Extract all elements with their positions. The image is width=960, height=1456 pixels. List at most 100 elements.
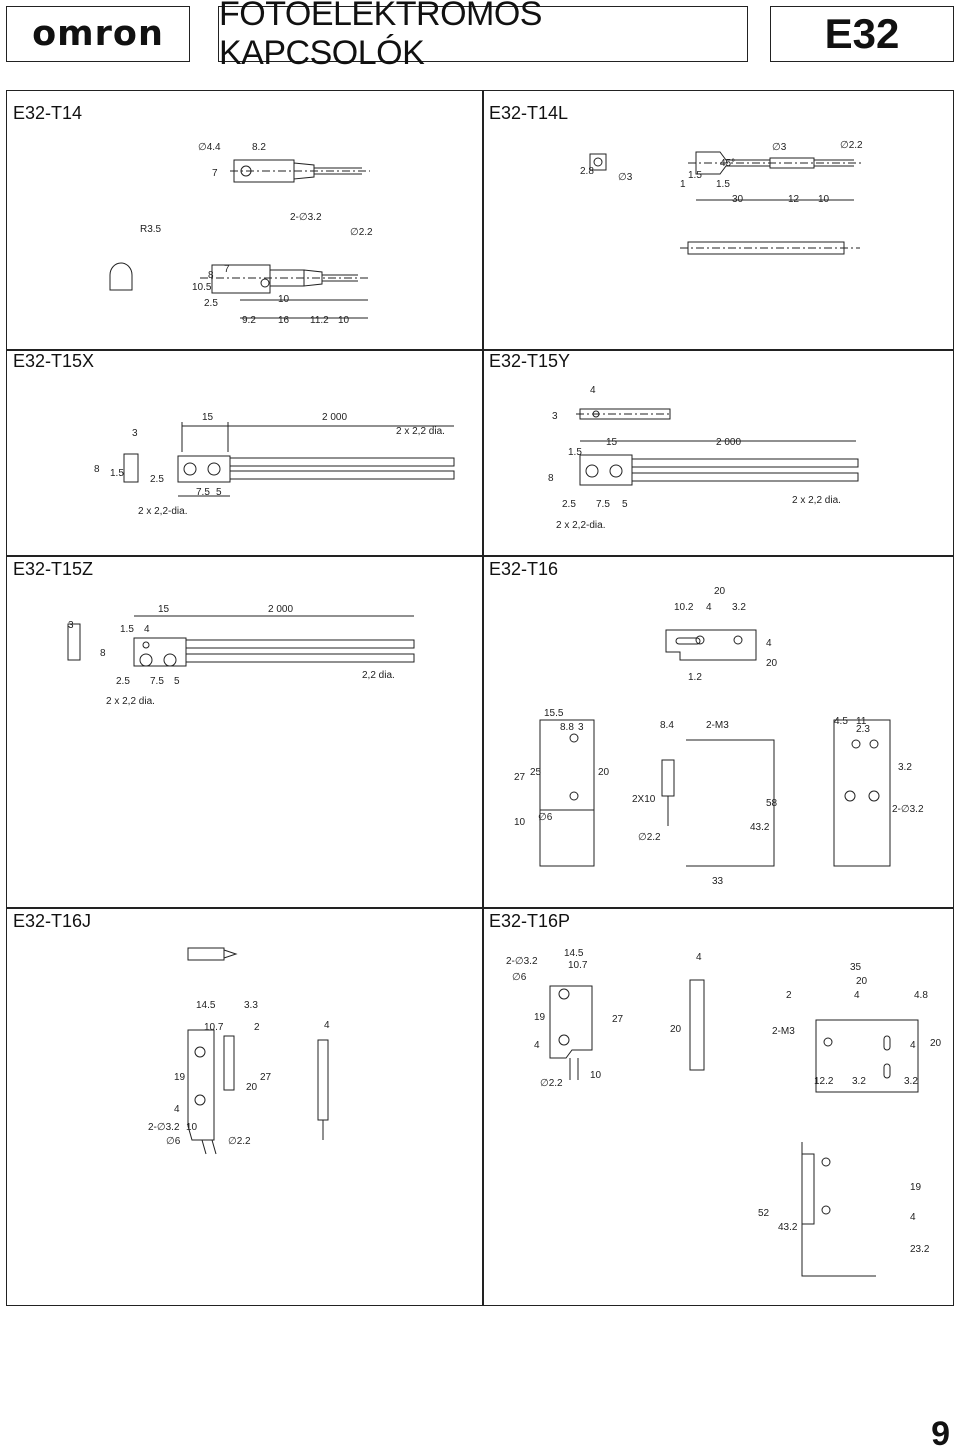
t15x-dimension-label: 7.5	[196, 487, 210, 498]
t16p-dimension-label: 10.7	[568, 960, 588, 971]
t15x-dimension-label: 2 x 2,2 dia.	[396, 426, 445, 437]
section-title-t15z: E32-T15Z	[13, 559, 94, 579]
t16-dimension-label: 4.5	[834, 716, 848, 727]
t16p-dimension-label: 20	[930, 1038, 942, 1049]
t14-dimension-label: 8	[208, 270, 214, 281]
t15z-dimension-label: 5	[174, 676, 180, 687]
t16-dimension-label: 2-∅3.2	[892, 804, 924, 815]
t16p-dimension-label: 4	[534, 1040, 540, 1051]
t16p-dimension-label: 20	[856, 976, 868, 987]
t16j-dimension-label: ∅2.2	[228, 1136, 251, 1147]
t15y-dimension-label: 2 x 2,2-dia.	[556, 520, 605, 531]
section-title-t15x: E32-T15X	[13, 351, 95, 371]
t16p-dimension-label: 4	[910, 1212, 916, 1223]
t15y-dimension-label: 15	[606, 437, 618, 448]
t15x-dimension-label: 15	[202, 412, 214, 423]
t15x-dimension-label: 2.5	[150, 474, 164, 485]
t16j-dimension-label: 10	[186, 1122, 198, 1133]
t16p-dimension-label: 35	[850, 962, 862, 973]
t16j-dimension-label: 14.5	[196, 1000, 216, 1011]
t16p-dimension-label: 4	[696, 952, 702, 963]
t16p-dimension-label: 20	[670, 1024, 682, 1035]
t14-dimension-label: 16	[278, 315, 290, 326]
t16-dimension-label: ∅2.2	[638, 832, 661, 843]
t16-dimension-label: 15.5	[544, 708, 564, 719]
t14-dimension-label: 10.5	[192, 282, 212, 293]
t16p-dimension-label: 4.8	[914, 990, 928, 1001]
t16-dimension-label: 2.3	[856, 724, 870, 735]
t15z-dimension-label: 7.5	[150, 676, 164, 687]
t16-dimension-label: 3.2	[898, 762, 912, 773]
t15z-dimension-label: 4	[144, 624, 150, 635]
t16p-dimension-label: 19	[910, 1182, 922, 1193]
t15y-dimension-label: 3	[552, 411, 558, 422]
t16-dimension-label: 33	[712, 876, 724, 887]
t15z-dimension-label: 2,2 dia.	[362, 670, 395, 681]
t16p-dimension-label: 2-M3	[772, 1026, 795, 1037]
t14l-dimension-label: ∅2.2	[840, 140, 863, 151]
t16-dimension-label: 4	[766, 638, 772, 649]
t16p-dimension-label: ∅6	[512, 972, 527, 983]
t14-dimension-label: 9.2	[242, 315, 256, 326]
grid-divider-vertical	[482, 91, 484, 1305]
t16-dimension-label: 4	[706, 602, 712, 613]
t16j-dimension-label: 10.7	[204, 1022, 224, 1033]
t16p-dimension-label: 4	[910, 1040, 916, 1051]
section-title-t16: E32-T16	[489, 559, 559, 579]
grid-divider-3	[7, 907, 953, 909]
t15x-dimension-label: 5	[216, 487, 222, 498]
t16p-dimension-label: 52	[758, 1208, 770, 1219]
t16-dimension-label: 10.2	[674, 602, 694, 613]
t15x-dimension-label: 2 x 2,2-dia.	[138, 506, 187, 517]
t16-dimension-label: 8.8	[560, 722, 574, 733]
t16-dimension-label: 2X10	[632, 794, 656, 805]
t15z-dimension-label: 15	[158, 604, 170, 615]
t15y-dimension-label: 8	[548, 473, 554, 484]
section-title-t14l: E32-T14L	[489, 103, 569, 123]
t16p-dimension-label: 2	[786, 990, 792, 1001]
t16p-dimension-label: 43.2	[778, 1222, 798, 1233]
t14l-dimension-label: 10	[818, 194, 830, 205]
t16j-dimension-label: ∅6	[166, 1136, 181, 1147]
t16p-dimension-label: 3.2	[904, 1076, 918, 1087]
drawing-grid: E32-T14 E32-T14L E32-T15X E32-T15Y E32-T…	[6, 90, 954, 1306]
t16-dimension-label: 20	[598, 767, 610, 778]
t14l-dimension-label: 30	[732, 194, 744, 205]
t16p-dimension-label: ∅2.2	[540, 1078, 563, 1089]
t16p-dimension-label: 3.2	[852, 1076, 866, 1087]
t14-dimension-label: R3.5	[140, 224, 162, 235]
t15y-dimension-label: 7.5	[596, 499, 610, 510]
t14l-dimension-label: 1.5	[688, 170, 702, 181]
t14-dimension-label: 11.2	[310, 315, 329, 326]
t15x-dimension-label: 3	[132, 428, 138, 439]
t14-dimension-label: 7	[212, 168, 218, 179]
t14l-dimension-label: ∅3	[772, 142, 787, 153]
t16p-dimension-label: 12.2	[814, 1076, 834, 1087]
t15y-dimension-label: 2 x 2,2 dia.	[792, 495, 841, 506]
t16-dimension-label: 1.2	[688, 672, 702, 683]
omron-logo: omron	[6, 6, 190, 62]
t16-dimension-label: 10	[514, 817, 526, 828]
grid-divider-1	[7, 349, 953, 351]
t16p-dimension-label: 19	[534, 1012, 546, 1023]
t15z-dimension-label: 3	[68, 620, 74, 631]
t14-dimension-label: ∅2.2	[350, 227, 373, 238]
t14l-dimension-label: 12	[788, 194, 800, 205]
product-code: E32	[770, 6, 954, 62]
grid-divider-2	[7, 555, 953, 557]
t16-dimension-label: 43.2	[750, 822, 770, 833]
t15z-dimension-label: 1.5	[120, 624, 134, 635]
t16p-dimension-label: 10	[590, 1070, 602, 1081]
page-title: FOTOELEKTROMOS KAPCSOLÓK	[218, 0, 748, 72]
t15x-dimension-label: 8	[94, 464, 100, 475]
t16p-dimension-label: 23.2	[910, 1244, 930, 1255]
t14l-dimension-label: ∅3	[618, 172, 633, 183]
t16-dimension-label: 3.2	[732, 602, 746, 613]
t16j-dimension-label: 4	[324, 1020, 330, 1031]
t16-dimension-label: 3	[578, 722, 584, 733]
t14l-dimension-label: 2.8	[580, 166, 594, 177]
t16-dimension-label: 58	[766, 798, 778, 809]
t15y-dimension-label: 2 000	[716, 437, 741, 448]
